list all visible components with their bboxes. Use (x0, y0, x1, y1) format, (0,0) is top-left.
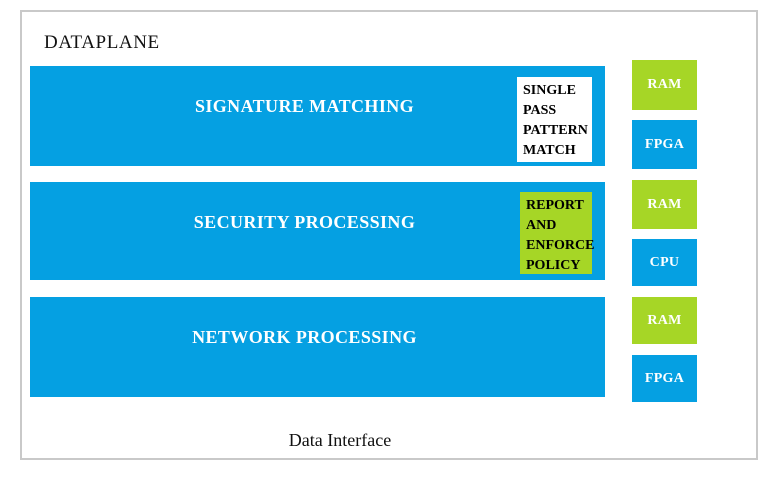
dataplane-title: DATAPLANE (44, 32, 160, 53)
data-interface-label: Data Interface (288, 430, 392, 450)
callout-single-pass-pattern-match: SINGLE PASS PATTERN MATCH (517, 77, 592, 162)
layer-security-processing: SECURITY PROCESSING REPORT AND ENFORCE P… (30, 182, 605, 280)
hardware-box-ram-3: RAM (632, 297, 697, 344)
callout-report-and-enforce-policy: REPORT AND ENFORCE POLICY (520, 192, 594, 274)
layer-security-processing-label: SECURITY PROCESSING (193, 212, 416, 232)
hardware-box-fpga-2: FPGA (632, 355, 697, 402)
layer-signature-matching-label: SIGNATURE MATCHING (194, 96, 415, 116)
hardware-box-ram-2: RAM (632, 180, 697, 229)
layer-network-processing-label: NETWORK PROCESSING (192, 327, 417, 347)
dataplane-frame: DATAPLANE SIGNATURE MATCHING SINGLE PASS… (20, 10, 758, 460)
layer-network-processing: NETWORK PROCESSING (30, 297, 605, 397)
layer-signature-matching: SIGNATURE MATCHING SINGLE PASS PATTERN M… (30, 66, 605, 166)
hardware-box-ram-1: RAM (632, 60, 697, 110)
hardware-box-cpu: CPU (632, 239, 697, 286)
hardware-box-fpga-1: FPGA (632, 120, 697, 169)
